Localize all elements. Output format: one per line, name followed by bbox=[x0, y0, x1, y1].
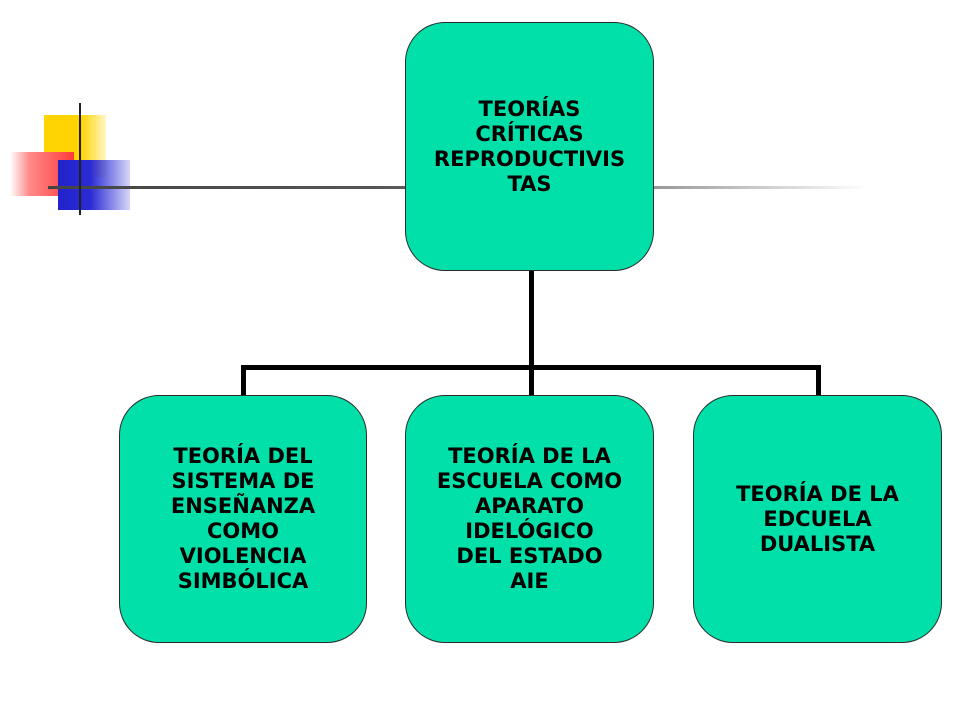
child-node-aparato-ideologico: TEORÍA DE LA ESCUELA COMO APARATO IDELÓG… bbox=[405, 395, 654, 643]
child-node-label: TEORÍA DE LA ESCUELA COMO APARATO IDELÓG… bbox=[436, 444, 623, 593]
decorative-vertical-line bbox=[79, 103, 81, 215]
child-node-violencia-simbolica: TEORÍA DEL SISTEMA DE ENSEÑANZA COMO VIO… bbox=[119, 395, 367, 643]
connector-root-trunk bbox=[529, 270, 534, 368]
connector-to-child-2 bbox=[529, 365, 534, 396]
connector-to-child-3 bbox=[816, 365, 821, 396]
child-node-label: TEORÍA DEL SISTEMA DE ENSEÑANZA COMO VIO… bbox=[170, 444, 316, 593]
root-node-label: TEORÍAS CRÍTICAS REPRODUCTIVIS TAS bbox=[433, 96, 626, 196]
connector-to-child-1 bbox=[241, 365, 246, 396]
child-node-escuela-dualista: TEORÍA DE LA EDCUELA DUALISTA bbox=[693, 395, 942, 643]
child-node-label: TEORÍA DE LA EDCUELA DUALISTA bbox=[736, 481, 899, 556]
decorative-blue-square bbox=[58, 160, 130, 210]
root-node: TEORÍAS CRÍTICAS REPRODUCTIVIS TAS bbox=[405, 22, 654, 271]
